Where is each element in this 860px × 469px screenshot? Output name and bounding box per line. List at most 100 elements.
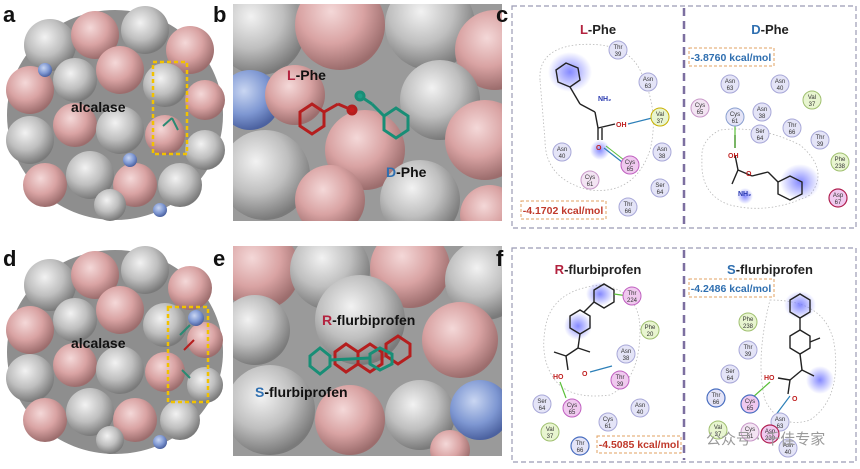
svg-text:37: 37 [715, 432, 722, 438]
panel-e-r-label: R-flurbiprofen [322, 312, 415, 328]
panel-f-letter: f [496, 246, 504, 271]
panel-f-left-energy-box [596, 435, 682, 454]
svg-text:Val: Val [546, 427, 554, 433]
panel-d-label: alcalase [71, 335, 126, 351]
svg-text:Val: Val [656, 112, 664, 118]
panel-e-surface-closeup [233, 246, 502, 456]
svg-text:Asn: Asn [783, 443, 793, 449]
panel-a-ligand-sticks [162, 117, 179, 131]
svg-text:40: 40 [777, 86, 784, 92]
svg-text:224: 224 [627, 298, 638, 304]
panel-d-protein-surface [6, 246, 223, 454]
panel-f-right-energy: -4.2486 kcal/mol [691, 283, 772, 295]
svg-text:238: 238 [835, 164, 846, 170]
svg-text:38: 38 [623, 356, 630, 362]
panel-c-right-energy-box [688, 47, 775, 67]
panel-c-left-o: O [596, 145, 602, 152]
svg-text:Asp: Asp [833, 193, 844, 199]
panel-a-binding-site-box [151, 60, 189, 156]
svg-text:Val: Val [808, 95, 816, 101]
panel-e-s-label: S-flurbiprofen [255, 384, 348, 400]
panel-f-left-energy: -4.5085 kcal/mol [599, 439, 680, 451]
panel-d-ligand-sticks [179, 324, 195, 379]
svg-text:63: 63 [727, 86, 734, 92]
svg-text:Cys: Cys [625, 160, 635, 166]
svg-text:Asp: Asp [765, 429, 776, 435]
panel-b-d-phe-model [354, 90, 410, 140]
svg-text:40: 40 [559, 154, 566, 160]
svg-text:65: 65 [569, 410, 576, 416]
panel-a-letter: a [3, 2, 16, 27]
svg-text:Thr: Thr [614, 45, 623, 51]
panel-c-left-energy: -4.1702 kcal/mol [523, 205, 604, 217]
svg-text:Asn: Asn [757, 107, 767, 113]
panel-c-left-oh: OH [616, 122, 627, 129]
panel-e-letter: e [213, 246, 225, 271]
svg-text:Thr: Thr [712, 393, 721, 399]
panel-f-right-o: O [792, 396, 798, 403]
svg-text:66: 66 [625, 209, 632, 215]
panel-c-letter: c [496, 2, 508, 27]
panel-c-right-o: O [746, 171, 752, 178]
svg-text:63: 63 [645, 84, 652, 90]
svg-text:Thr: Thr [624, 202, 633, 208]
panel-f-left-title: R-flurbiprofen [555, 262, 642, 277]
panel-f-right-s-flurbiprofen: S-flurbiprofen -4.2486 kcal/mol O HO Phe… [688, 262, 837, 458]
panel-b-l-phe-label: L-Phe [287, 67, 326, 83]
svg-text:40: 40 [785, 450, 792, 456]
svg-text:65: 65 [697, 110, 704, 116]
panel-b-l-phe-model [298, 102, 358, 136]
panel-a-label: alcalase [71, 99, 126, 115]
panel-f-left-ho: HO [553, 374, 564, 381]
svg-text:Cys: Cys [567, 403, 577, 409]
panel-f-right-title: S-flurbiprofen [727, 262, 813, 277]
panel-b-surface-closeup [233, 4, 502, 221]
panel-c-right-nh2: NH₂ [738, 191, 751, 198]
svg-text:37: 37 [547, 434, 554, 440]
svg-text:Ser: Ser [725, 369, 734, 375]
svg-text:65: 65 [747, 406, 754, 412]
watermark: 公众号 · 千佳专家 [706, 430, 825, 448]
svg-text:Asn: Asn [621, 349, 631, 355]
panel-d-letter: d [3, 246, 16, 271]
panel-f-left-structure [553, 283, 615, 371]
svg-text:Cys: Cys [695, 103, 705, 109]
svg-text:Asn: Asn [775, 79, 785, 85]
panel-a: a a [3, 2, 225, 221]
svg-text:39: 39 [617, 382, 624, 388]
svg-text:Ser: Ser [537, 399, 546, 405]
svg-text:61: 61 [747, 434, 754, 440]
